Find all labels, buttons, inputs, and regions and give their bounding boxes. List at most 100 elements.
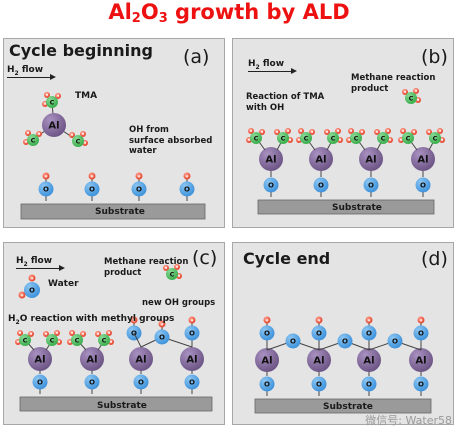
h2-flow-label: H2 flow	[248, 59, 285, 71]
h-atom-label: H	[287, 129, 290, 133]
c-atom: C	[377, 132, 389, 144]
o-atom-label: O	[316, 381, 322, 389]
c-atom-label: C	[23, 336, 28, 344]
h-atom-label: H	[84, 141, 87, 145]
al-atom-label: Al	[135, 355, 146, 366]
h-atom-label: H	[337, 129, 340, 133]
h-atom: H	[42, 172, 50, 180]
h-atom-label: H	[161, 322, 164, 326]
h-atom-label: H	[348, 138, 351, 142]
panel-d-heading: Cycle end	[243, 249, 331, 268]
h-atom-label: H	[46, 93, 49, 97]
o-atom: O	[361, 376, 377, 392]
h-atom-label: H	[428, 130, 431, 134]
h-atom-label: H	[110, 340, 113, 344]
c-atom: C	[71, 334, 83, 346]
h-atom-label: H	[376, 130, 379, 134]
h-atom-label: H	[248, 138, 251, 142]
al-atom-label: Al	[265, 155, 276, 166]
o-atom: O	[24, 282, 40, 298]
reaction-label: Reaction of TMA with OH	[246, 92, 325, 113]
o-atom: O	[259, 325, 275, 341]
o-atom-label: O	[418, 381, 424, 389]
o-atom-label: O	[316, 330, 322, 338]
watermark: 微信号: Water58	[365, 414, 452, 427]
o-atom-label: O	[420, 182, 426, 190]
al-atom: Al	[259, 147, 283, 171]
o-atom-label: O	[264, 381, 270, 389]
h-atom-label: H	[45, 174, 48, 178]
o-atom-label: O	[159, 334, 165, 342]
o-atom: O	[311, 325, 327, 341]
al-atom: Al	[28, 347, 52, 371]
substrate-label: Substrate	[332, 203, 382, 213]
h-atom: H	[309, 129, 315, 135]
o-atom-label: O	[89, 379, 95, 387]
o-atom-label: O	[264, 330, 270, 338]
h-atom-label: H	[57, 94, 60, 98]
o-atom: O	[133, 374, 149, 390]
panel-a-heading: Cycle beginning	[9, 41, 153, 60]
h2o-reaction-label: H2O reaction with methyl groups	[8, 314, 175, 326]
h-atom-label: H	[138, 174, 141, 178]
h-atom: H	[335, 128, 341, 134]
h-atom: H	[385, 128, 391, 134]
panel-a-letter: (a)	[183, 46, 210, 68]
h-atom-label: H	[326, 130, 329, 134]
h-atom: H	[158, 320, 166, 328]
h-atom-label: H	[402, 129, 405, 133]
h-atom-label: H	[44, 102, 47, 106]
h-atom: H	[25, 130, 31, 136]
al-atom: Al	[129, 347, 153, 371]
h-atom-label: H	[82, 132, 85, 136]
h-atom-label: H	[400, 138, 403, 142]
h-atom-label: H	[133, 318, 136, 322]
c-atom-label: C	[381, 134, 386, 142]
o-atom-label: O	[136, 186, 142, 194]
c-atom-label: C	[354, 134, 359, 142]
o-atom: O	[413, 376, 429, 392]
h-atom: H	[324, 129, 330, 135]
h-atom: H	[413, 88, 419, 94]
c-atom-label: C	[331, 134, 336, 142]
o-atom: O	[179, 181, 195, 197]
h-atom: H	[28, 274, 36, 282]
h-atom: H	[80, 331, 86, 337]
c-atom: C	[27, 134, 39, 146]
o-atom-label: O	[43, 186, 49, 194]
o-atom: O	[38, 181, 54, 197]
o-atom: O	[413, 325, 429, 341]
o-atom: O	[313, 177, 329, 193]
h-atom-label: H	[97, 332, 100, 336]
al-atom: Al	[42, 113, 66, 137]
h-atom-label: H	[266, 318, 269, 322]
h-atom-label: H	[186, 174, 189, 178]
o-atom-label: O	[138, 379, 144, 387]
o-atom-label: O	[392, 338, 398, 346]
al-atom-label: Al	[315, 155, 326, 166]
h-atom: H	[17, 330, 23, 336]
c-atom-label: C	[433, 134, 438, 142]
c-atom: C	[277, 132, 289, 144]
al-atom-label: Al	[261, 356, 272, 367]
h-atom-label: H	[71, 133, 74, 137]
h-atom-label: H	[387, 129, 390, 133]
o-atom: O	[184, 374, 200, 390]
c-atom-label: C	[50, 98, 55, 106]
h-atom-label: H	[311, 130, 314, 134]
h-atom: H	[274, 129, 280, 135]
h-atom-label: H	[415, 89, 418, 93]
flow-arrow	[248, 68, 297, 74]
h-atom-label: H	[71, 331, 74, 335]
h-atom: H	[36, 131, 42, 137]
h-atom-label: H	[38, 132, 41, 136]
h-atom: H	[259, 129, 265, 135]
substrate-bar	[19, 396, 213, 412]
c-atom: C	[46, 334, 58, 346]
c-atom-label: C	[254, 134, 259, 142]
al-atom: Al	[411, 147, 435, 171]
